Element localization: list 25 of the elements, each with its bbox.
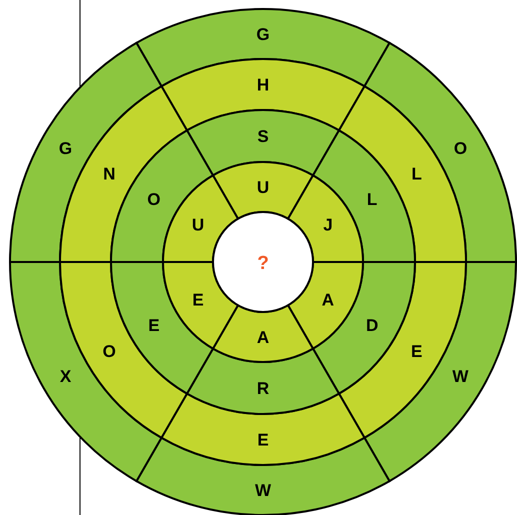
segment-letter: L — [366, 190, 378, 209]
segment-letter: W — [452, 367, 468, 386]
segment-letter: O — [454, 139, 468, 158]
segment-letter: L — [412, 164, 422, 184]
segment-letter: G — [58, 139, 72, 158]
segment-letter: O — [102, 342, 116, 361]
segment-letter: O — [147, 190, 160, 209]
segment-letter: U — [192, 216, 204, 234]
segment-letter: H — [256, 76, 270, 94]
segment-letter: E — [411, 342, 422, 361]
segment-letter: E — [148, 316, 160, 335]
segment-letter: D — [366, 316, 378, 335]
segment-letter: G — [256, 25, 270, 44]
segment-letter: X — [60, 367, 72, 386]
segment-letter: U — [256, 178, 270, 197]
segment-letter: A — [322, 290, 334, 310]
segment-letter: E — [257, 430, 269, 450]
segment-letter: E — [192, 290, 204, 310]
segment-letter: N — [103, 164, 116, 184]
segment-letter: J — [323, 216, 333, 234]
question-mark: ? — [257, 253, 269, 274]
segment-letter: W — [254, 481, 272, 500]
segment-letter: R — [256, 379, 270, 398]
segment-letter: A — [256, 328, 270, 347]
segment-letter: S — [257, 127, 269, 146]
